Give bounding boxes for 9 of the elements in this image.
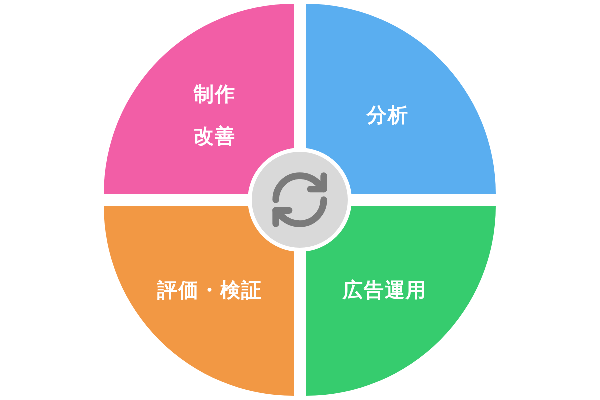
segment-label: 制作: [194, 81, 236, 108]
quadrant-segment: [104, 4, 294, 194]
segment-label: 改善: [194, 123, 236, 150]
segment-label: 分析: [367, 102, 409, 129]
segment-label: 評価・検証: [158, 277, 262, 304]
quadrant-segment: [104, 206, 294, 396]
quadrant-segment: [306, 206, 496, 396]
segment-label: 広告運用: [343, 277, 427, 304]
quadrant-segment: [306, 4, 496, 194]
